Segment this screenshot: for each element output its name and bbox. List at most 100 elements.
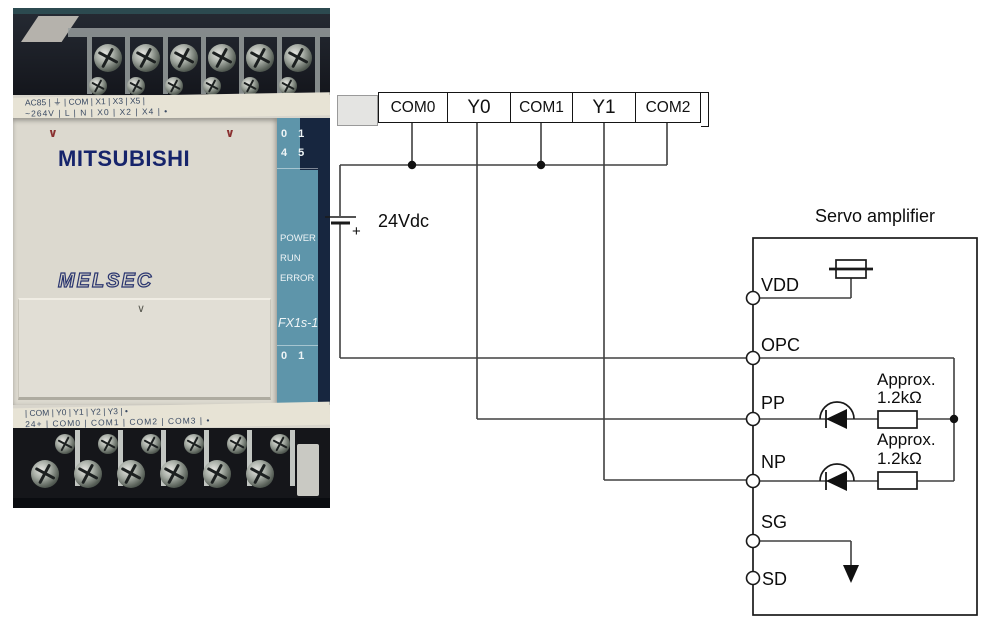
terminal-divider [277, 36, 282, 94]
plc-led-strip: 0 1 4 5 POWER RUN ERROR FX1s-1 0 1 [277, 118, 318, 405]
terminal-label-np: NP [761, 452, 787, 472]
plc-right-edge [318, 118, 330, 405]
terminal-circle-opc [745, 350, 761, 366]
servo-amplifier-box [752, 237, 978, 616]
led-strip-divider [277, 345, 318, 346]
terminal-divider [315, 36, 320, 94]
terminal-label-sd: SD [762, 569, 788, 589]
terminal-cell-y0: Y0 [448, 92, 511, 123]
terminal-circle-np [745, 473, 761, 489]
resistor-note-line1: Approx. [877, 370, 936, 389]
screw-icon [284, 44, 312, 72]
terminal-divider [247, 430, 252, 486]
resistor-note-line1: Approx. [877, 430, 936, 449]
terminal-divider [125, 36, 130, 94]
resistor-icon [877, 410, 918, 429]
terminal-rail [68, 28, 330, 37]
io-numbers-row1: 0 1 [281, 128, 309, 140]
door-arrow-icon: ∨ [137, 303, 146, 315]
terminal-divider [87, 36, 92, 94]
terminal-divider [163, 36, 168, 94]
led-strip-divider [277, 168, 318, 169]
screw-icon [203, 460, 231, 488]
screw-icon [141, 434, 161, 454]
cover-top-edge [13, 8, 330, 14]
terminal-label-sg: SG [761, 512, 788, 532]
led-strip-dark-block [300, 118, 318, 170]
terminal-circle-vdd [745, 290, 761, 306]
screw-icon [203, 77, 221, 95]
output-terminal-strip: COM0 Y0 COM1 Y1 COM2 [337, 92, 709, 127]
screw-icon [241, 77, 259, 95]
terminal-divider [201, 36, 206, 94]
terminal-cell-com2: COM2 [636, 92, 701, 123]
terminal-label-pp: PP [761, 393, 786, 413]
servo-amplifier-title: Servo amplifier [814, 206, 936, 226]
led-label-run: RUN [280, 253, 301, 264]
resistor-icon [877, 471, 918, 490]
screw-icon [94, 44, 122, 72]
screw-icon [89, 77, 107, 95]
led-label-power: POWER [280, 233, 316, 244]
screw-icon [55, 434, 75, 454]
fuse-icon [829, 259, 873, 279]
plc-melsec-logo: MELSEC [57, 269, 154, 292]
terminal-cell-y1: Y1 [573, 92, 636, 123]
terminal-label-opc: OPC [761, 335, 801, 355]
screw-icon [165, 77, 183, 95]
ground-arrow-icon [843, 565, 859, 583]
screw-icon [127, 77, 145, 95]
io-numbers-row2: 4 5 [281, 147, 309, 159]
din-clip [297, 444, 319, 496]
plc-top-terminal-block [13, 8, 330, 95]
resistor-note-line2: 1.2kΩ [877, 449, 922, 468]
resistor-note-line2: 1.2kΩ [877, 388, 922, 407]
screw-icon [279, 77, 297, 95]
terminal-divider [204, 430, 209, 486]
terminal-circle-sg [745, 533, 761, 549]
terminal-cell-com0: COM0 [378, 92, 448, 123]
wires [339, 123, 955, 566]
terminal-label-vdd: VDD [761, 275, 800, 295]
screw-icon [246, 44, 274, 72]
junction-dot [407, 160, 417, 170]
screw-icon [160, 460, 188, 488]
plc-brand-text: MITSUBISHI [58, 146, 191, 171]
led-label-error: ERROR [280, 273, 315, 284]
terminal-cell-blank [337, 95, 378, 126]
battery-plus-label: + [352, 223, 361, 240]
screw-icon [117, 460, 145, 488]
terminal-divider [290, 430, 295, 486]
terminal-divider [118, 430, 123, 486]
terminal-divider [239, 36, 244, 94]
terminal-strip-endcap [701, 92, 709, 127]
screw-icon [74, 460, 102, 488]
junction-dot [949, 414, 959, 424]
screw-icon [208, 44, 236, 72]
diode-icon [819, 463, 855, 491]
screw-icon [98, 434, 118, 454]
screw-icon [270, 434, 290, 454]
plc-bottom-terminal-block [13, 428, 330, 508]
plc-model-text: FX1s-1 [278, 316, 318, 330]
terminal-circle-pp [745, 411, 761, 427]
screw-icon [31, 460, 59, 488]
plc-front-panel: ∨ ∨ MITSUBISHI MELSEC ∨ [13, 118, 277, 405]
screw-icon [170, 44, 198, 72]
power-supply-label: 24Vdc [378, 211, 430, 231]
plc-photo: AC85 | ⏚ | COM | X1 | X3 | X5 | ~264V | … [13, 8, 330, 508]
terminal-circle-sd [745, 570, 761, 586]
screw-icon [227, 434, 247, 454]
terminal-cell-com1: COM1 [511, 92, 573, 123]
battery-icon [325, 216, 356, 225]
screw-icon [184, 434, 204, 454]
io-numbers-bottom: 0 1 [281, 350, 309, 362]
plc-access-door: ∨ [18, 298, 271, 400]
screw-icon [246, 460, 274, 488]
diode-icon [819, 401, 855, 429]
screw-icon [132, 44, 160, 72]
junction-dot [536, 160, 546, 170]
panel-arrow-icon: ∨ [225, 126, 235, 140]
